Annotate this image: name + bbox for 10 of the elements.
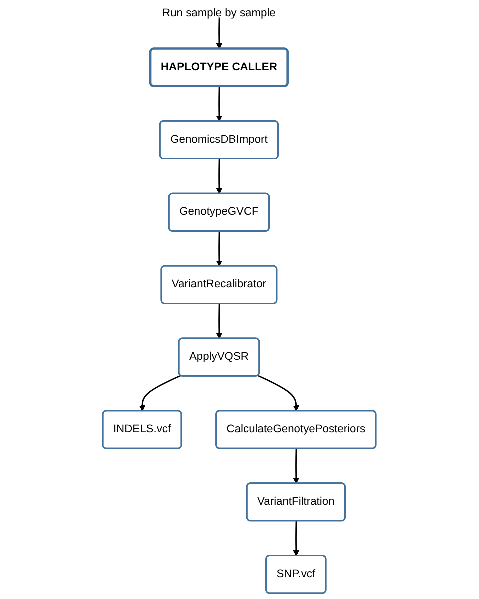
arrow: [139, 375, 182, 412]
arrow: [216, 18, 222, 50]
arrow: [216, 86, 222, 122]
arrow: [216, 304, 222, 340]
arrow: [216, 232, 222, 267]
arrow: [293, 448, 300, 484]
arrow: [216, 159, 222, 194]
arrow: [258, 375, 300, 412]
arrow: [293, 521, 300, 556]
node-text: Run sample by sample: [162, 8, 276, 20]
